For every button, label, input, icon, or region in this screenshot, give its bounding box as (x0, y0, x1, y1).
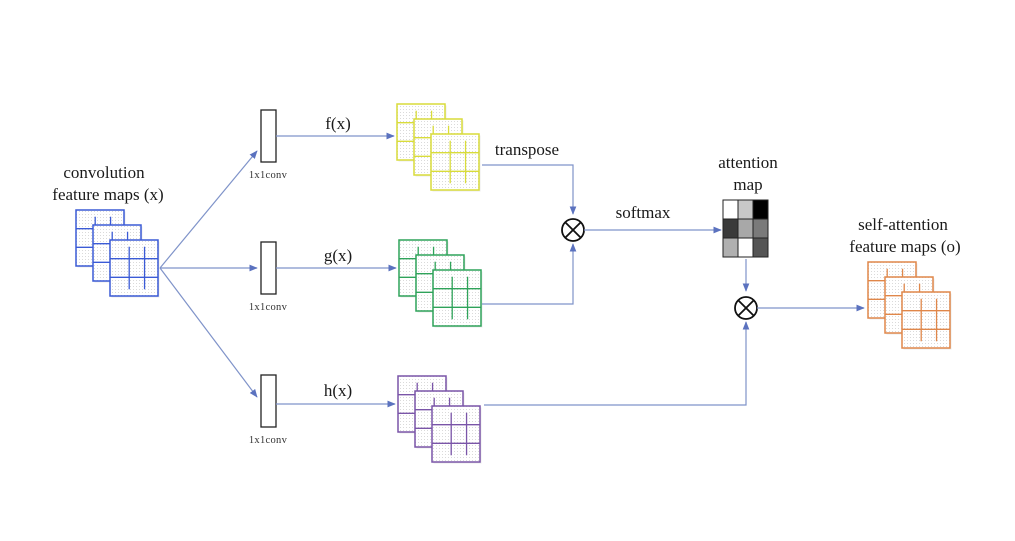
attention-cell-r0c2 (752, 199, 769, 220)
attention-cell-r0c0 (722, 199, 739, 220)
func-label-h: h(x) (324, 381, 352, 400)
attention-cell-r2c2 (752, 237, 769, 258)
conv-label-h: 1x1conv (249, 435, 288, 446)
attention-cell-r1c0 (722, 218, 739, 239)
func-label-g: g(x) (324, 246, 352, 265)
func-label-f: f(x) (325, 114, 350, 133)
output-feature-maps (867, 261, 952, 350)
input-label-line2: feature maps (x) (52, 185, 163, 204)
attention-cell-r1c1 (737, 218, 754, 239)
multiply-operator-1 (561, 218, 585, 242)
input-feature-maps (75, 209, 160, 298)
conv-label-g: 1x1conv (249, 302, 288, 313)
multiply-operator-2 (734, 296, 758, 320)
transpose-label: transpose (495, 140, 559, 159)
arrow-g-to-multiply (482, 243, 577, 305)
g-feature-maps (398, 239, 483, 328)
f-map-sheet-3 (430, 133, 481, 192)
attention-cell-r2c1 (737, 237, 754, 258)
softmax-label: softmax (616, 203, 671, 222)
arrow-input-to-conv-f (159, 150, 258, 269)
attention-cell-r0c1 (737, 199, 754, 220)
output-map-sheet-3 (901, 291, 952, 350)
h-feature-maps (397, 375, 482, 464)
arrow-input-to-conv-h (159, 267, 258, 398)
conv-box-f (260, 109, 277, 163)
g-map-sheet-3 (432, 269, 483, 328)
h-map-sheet-3 (431, 405, 482, 464)
attention-label-line2: map (733, 175, 762, 194)
conv-box-g (260, 241, 277, 295)
attention-label-line1: attention (718, 153, 778, 172)
arrow-h-to-multiply (484, 321, 750, 406)
attention-map-grid (722, 199, 769, 258)
output-label-line1: self-attention (858, 215, 948, 234)
attention-cell-r1c2 (752, 218, 769, 239)
conv-label-f: 1x1conv (249, 170, 288, 181)
arrow-f-to-multiply (482, 164, 577, 215)
conv-box-h (260, 374, 277, 428)
attention-cell-r2c0 (722, 237, 739, 258)
input-map-sheet-3 (109, 239, 160, 298)
input-label-line1: convolution (63, 163, 145, 182)
f-feature-maps (396, 103, 481, 192)
output-label-line2: feature maps (o) (849, 237, 960, 256)
